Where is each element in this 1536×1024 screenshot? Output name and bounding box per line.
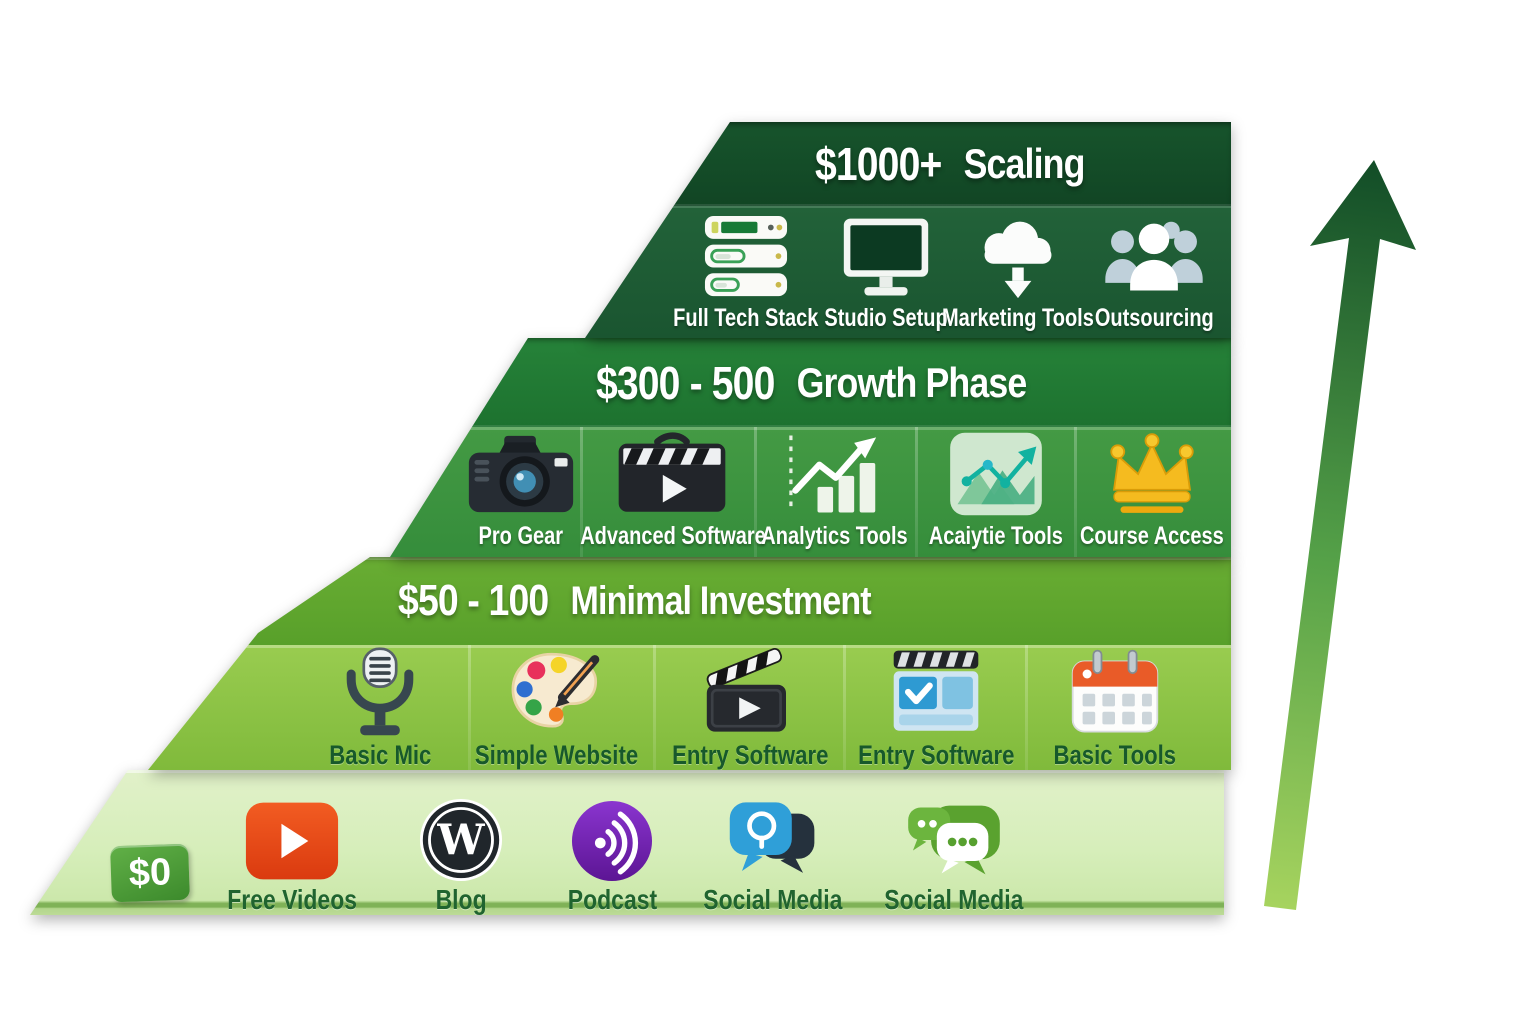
item-label: Simple Website [475, 740, 639, 770]
team-icon [1039, 214, 1231, 300]
tier-growth-phase: $300 - 500 Growth Phase [0, 338, 1231, 557]
chat-bubbles-blue-icon [658, 796, 888, 882]
item-label: Studio Setup [824, 304, 948, 332]
calendar-icon [1000, 647, 1230, 737]
item-blog: W Blog [346, 796, 576, 915]
item-full-tech-stack: Full Tech Stack [631, 214, 861, 333]
item-analytics-tools: Analytics Tools [719, 430, 949, 551]
item-label: Acaiytie Tools [928, 522, 1064, 550]
item-basic-mic: Basic Mic [265, 647, 495, 770]
svg-text:W: W [436, 815, 485, 864]
tier-free: $0 Free Videos [0, 770, 1224, 915]
wordpress-icon: W [346, 796, 576, 882]
cloud-download-icon [903, 214, 1133, 300]
podcast-icon [497, 796, 727, 882]
tier-phase: Growth Phase [796, 358, 1028, 406]
item-label: Full Tech Stack [673, 304, 819, 332]
clapperboard-icon [635, 647, 865, 737]
item-acaiytie-tools: Acaiytie Tools [881, 430, 1111, 551]
item-label: Entry Software [857, 740, 1015, 770]
item-course-access: Course Access [1037, 430, 1231, 551]
crown-icon [1037, 430, 1231, 518]
youtube-play-icon [177, 796, 407, 882]
item-label: Marketing Tools [942, 304, 1094, 332]
item-basic-tools: Basic Tools [1000, 647, 1230, 770]
item-entry-software-1: Entry Software [635, 647, 865, 770]
tier-price: $1000+ [815, 138, 942, 190]
item-label: Basic Mic [328, 740, 432, 770]
video-editor-icon [557, 430, 787, 518]
item-label: Blog [435, 884, 487, 915]
item-label: Course Access [1080, 522, 1224, 550]
item-social-media-1: Social Media [658, 796, 888, 915]
item-label: Entry Software [671, 740, 829, 770]
item-podcast: Podcast [497, 796, 727, 915]
item-advanced-software: Advanced Software [557, 430, 787, 551]
palette-icon [442, 647, 672, 737]
tier-price: $0 [128, 850, 172, 895]
tier-phase: Minimal Investment [570, 578, 871, 623]
area-chart-icon [881, 430, 1111, 518]
item-outsourcing: Outsourcing [1039, 214, 1231, 333]
server-stack-icon [631, 214, 861, 300]
tier-price: $50 - 100 [398, 576, 549, 625]
chat-bubbles-green-icon [839, 796, 1069, 882]
item-studio-setup: Studio Setup [771, 214, 1001, 333]
item-label: Free Videos [227, 884, 357, 915]
tier-header: $1000+ Scaling [585, 122, 1231, 206]
item-label: Basic Tools [1053, 740, 1177, 770]
growth-arrow-icon [1264, 160, 1416, 910]
item-label: Advanced Software [580, 522, 766, 550]
camera-icon [406, 430, 636, 518]
browser-window-icon [821, 647, 1051, 737]
item-label: Social Media [703, 884, 843, 915]
tier-items-band [148, 645, 1231, 770]
item-marketing-tools: Marketing Tools [903, 214, 1133, 333]
item-simple-website: Simple Website [442, 647, 672, 770]
item-pro-gear: Pro Gear [406, 430, 636, 551]
monitor-icon [771, 214, 1001, 300]
item-social-media-2: Social Media [839, 796, 1069, 915]
item-free-videos: Free Videos [177, 796, 407, 915]
item-label: Pro Gear [478, 522, 564, 550]
item-label: Analytics Tools [760, 522, 908, 550]
item-entry-software-2: Entry Software [821, 647, 1051, 770]
tier-price: $300 - 500 [596, 356, 775, 409]
tier-header: $50 - 100 Minimal Investment [148, 557, 1231, 645]
item-label: Podcast [567, 884, 657, 915]
microphone-icon [265, 647, 495, 737]
tier-minimal-investment: $50 - 100 Minimal Investment [0, 557, 1231, 770]
tier-scaling: $1000+ Scaling [0, 122, 1231, 338]
item-label: Social Media [884, 884, 1024, 915]
tier-header: $300 - 500 Growth Phase [390, 338, 1231, 427]
item-label: Outsourcing [1094, 304, 1214, 332]
bar-chart-icon [719, 430, 949, 518]
tier-phase: Scaling [963, 140, 1086, 187]
